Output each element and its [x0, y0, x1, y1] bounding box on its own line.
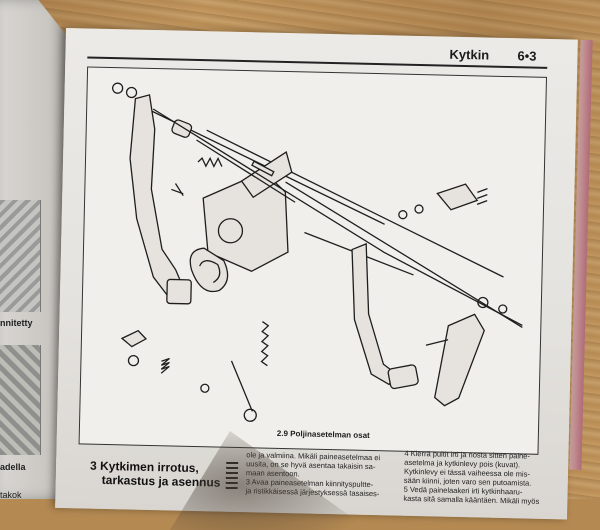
pedal-assembly-figure [78, 66, 548, 455]
brake-pedal-pad [387, 364, 419, 390]
pin-part [230, 360, 253, 412]
difficulty-wrench-icon [225, 461, 239, 493]
clutch-switch [436, 183, 479, 211]
brake-pedal-arm [351, 242, 399, 386]
master-cylinder [434, 313, 485, 407]
return-spring-top [197, 156, 223, 168]
exploded-diagram [111, 82, 523, 422]
right-page: Kytkin 6•3 [55, 28, 578, 520]
left-caption-bottom: adella [0, 462, 26, 472]
clutch-pedal-pad [166, 278, 192, 305]
bolt-part [171, 183, 184, 197]
text-column-middle: ole ja valmiina. Mikäli paineasetelmaa e… [245, 450, 396, 498]
section-number: 3 [89, 458, 97, 473]
pedal-rubber-pad [189, 247, 229, 293]
chapter-title: Kytkin [449, 46, 490, 63]
left-page-photo-bottom [0, 345, 41, 455]
return-spring-middle [260, 320, 270, 367]
left-page-photo-top [0, 200, 41, 312]
text-column-right: 4 Kierrä pultit irti ja nosta sitten pai… [403, 449, 554, 506]
washer-part [125, 86, 138, 99]
left-caption-bottom-2: takok [0, 490, 22, 500]
clevis-part [120, 329, 148, 348]
section-title-line2: tarkastus ja asennus [101, 472, 221, 490]
left-caption-top: nnitetty [0, 318, 33, 328]
return-spring-left [160, 357, 170, 374]
section-heading: 3 Kytkimen irrotus, tarkastus ja asennus [90, 459, 221, 490]
clip-part [111, 82, 124, 94]
page-number: 6•3 [517, 48, 537, 64]
